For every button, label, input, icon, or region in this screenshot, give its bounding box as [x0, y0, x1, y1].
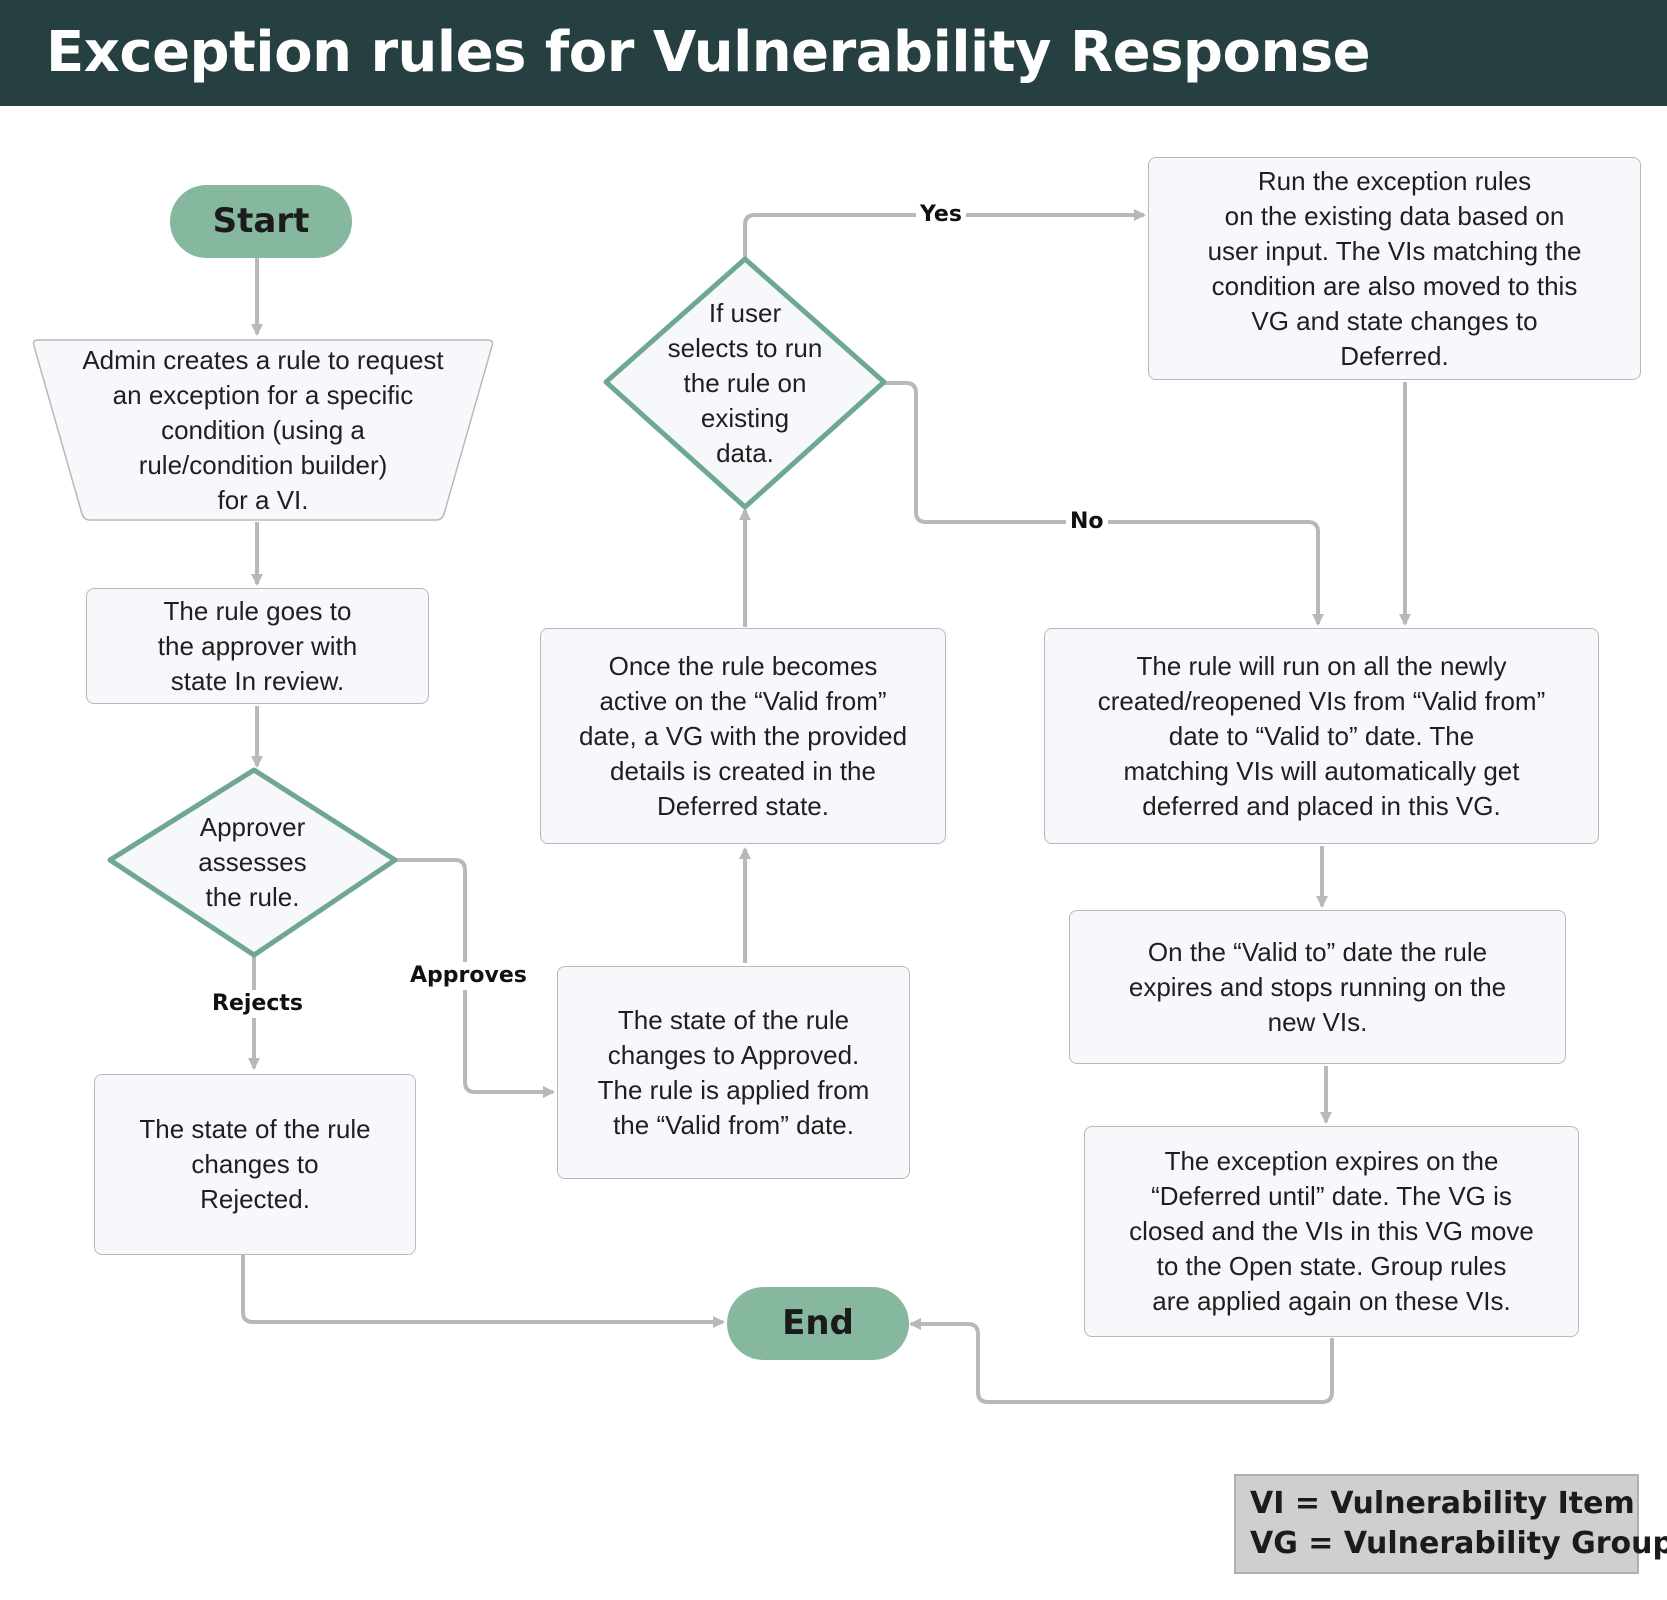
edge-label-approves: Approves — [406, 962, 531, 990]
legend-vg: VG = Vulnerability Group — [1250, 1526, 1667, 1561]
rule-runs-new-vis-text: The rule will run on all the newly creat… — [1097, 650, 1546, 821]
decision-approver-diamond — [107, 767, 398, 958]
goes-to-approver-step: The rule goes to the approver with state… — [86, 588, 429, 704]
trapezoid-shape — [32, 339, 494, 521]
abbreviation-legend: VI = Vulnerability Item VG = Vulnerabili… — [1234, 1474, 1667, 1574]
admin-creates-rule-step: Admin creates a rule to request an excep… — [30, 338, 496, 522]
edge-rejected-to-end — [241, 1255, 725, 1328]
edge-label-yes: Yes — [916, 201, 966, 229]
decision-run-existing-diamond — [603, 256, 887, 510]
goes-to-approver-text: The rule goes to the approver with state… — [157, 595, 358, 696]
diagram-title: Exception rules for Vulnerability Respon… — [46, 20, 1371, 85]
user-selects-decision: If user selects to run the rule on exist… — [606, 259, 884, 507]
rule-rejected-step: The state of the rule changes to Rejecte… — [94, 1074, 416, 1255]
edge-label-no: No — [1066, 508, 1108, 536]
approver-assesses-text: Approver assesses the rule. — [198, 812, 307, 912]
legend-vi: VI = Vulnerability Item — [1250, 1486, 1635, 1521]
user-selects-text: If user selects to run the rule on exist… — [667, 297, 823, 468]
edge-decision-no — [884, 381, 1324, 626]
rule-rejected-text: The state of the rule changes to Rejecte… — [139, 1114, 371, 1214]
rule-approved-step: The state of the rule changes to Approve… — [557, 966, 910, 1179]
run-existing-data-step: Run the exception rules on the existing … — [1148, 157, 1641, 380]
exception-expires-text: The exception expires on the “Deferred u… — [1129, 1146, 1534, 1316]
rule-approved-text: The state of the rule changes to Approve… — [597, 1004, 870, 1140]
rule-active-step: Once the rule becomes active on the “Val… — [540, 628, 946, 844]
valid-to-expiry-step: On the “Valid to” date the rule expires … — [1069, 910, 1566, 1064]
end-label: End — [782, 1303, 854, 1343]
start-terminal: Start — [170, 185, 352, 258]
header-bar: Exception rules for Vulnerability Respon… — [0, 0, 1667, 106]
start-label: Start — [212, 201, 310, 241]
edge-expires-to-end — [909, 1318, 1334, 1404]
admin-creates-rule-text: Admin creates a rule to request an excep… — [82, 344, 444, 515]
edge-decision-yes — [743, 209, 1146, 257]
approver-assesses-decision: Approver assesses the rule. — [110, 770, 395, 955]
rule-active-text: Once the rule becomes active on the “Val… — [578, 650, 908, 821]
valid-to-expiry-text: On the “Valid to” date the rule expires … — [1128, 936, 1507, 1037]
end-terminal: End — [727, 1287, 909, 1360]
exception-expires-step: The exception expires on the “Deferred u… — [1084, 1126, 1579, 1337]
edge-label-rejects: Rejects — [208, 990, 307, 1018]
run-existing-data-text: Run the exception rules on the existing … — [1207, 165, 1582, 371]
rule-runs-new-vis-step: The rule will run on all the newly creat… — [1044, 628, 1599, 844]
